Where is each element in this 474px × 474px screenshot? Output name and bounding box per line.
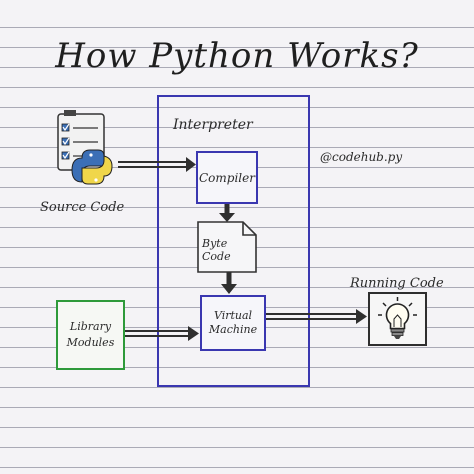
arrow-vm-to-running [266,309,367,324]
compiler-label: Compiler [199,170,255,185]
arrow-source-to-compiler [118,157,196,172]
python-checklist-icon [57,110,113,185]
light-bulb-icon [378,297,417,339]
interpreter-box [157,95,310,387]
arrow-library-to-vm [125,326,199,341]
arrow-bytecode-to-vm [221,272,237,294]
page-title: How Python Works? [55,36,419,76]
library-modules-box: Library Modules [56,300,125,370]
source-code-label: Source Code [40,200,125,215]
byte-code-label: Byte Code [202,237,231,263]
document-icon [197,221,257,273]
library-modules-label: Library Modules [66,320,115,349]
running-code-box [368,292,427,346]
running-code-label: Running Code [350,276,444,291]
author-handle: @codehub.py [320,150,403,164]
interpreter-label: Interpreter [173,117,253,133]
compiler-box: Compiler [196,151,258,204]
arrow-compiler-to-bytecode [219,204,235,222]
virtual-machine-box: Virtual Machine [200,295,266,351]
virtual-machine-label: Virtual Machine [208,309,258,336]
